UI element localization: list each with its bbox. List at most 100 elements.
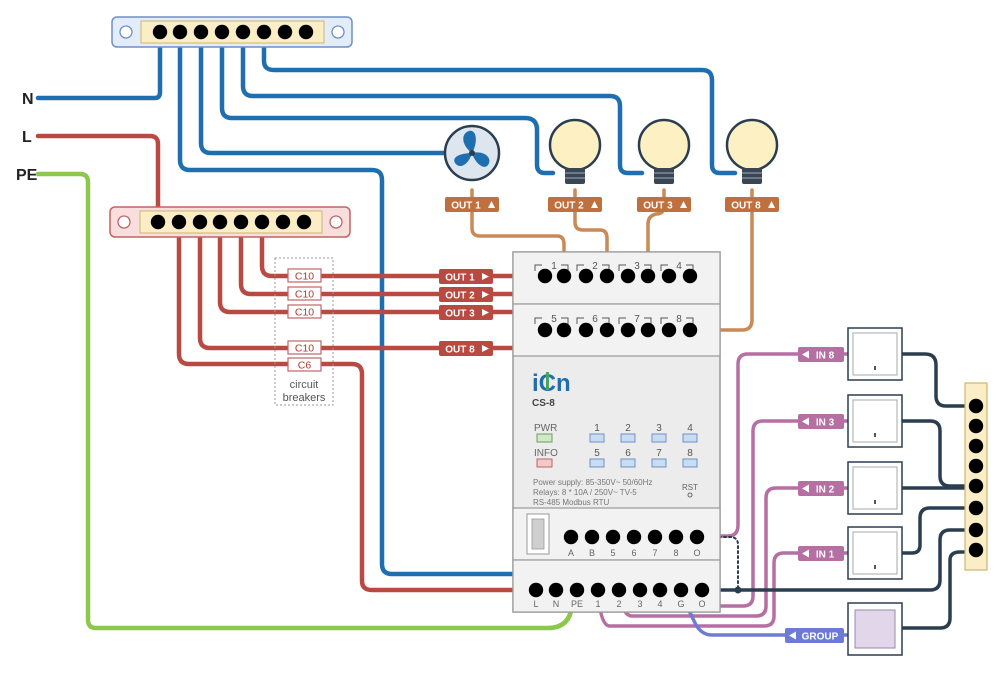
svg-text:OUT 1: OUT 1	[451, 201, 481, 212]
switch1-common-wire	[900, 506, 977, 555]
junction-dot	[734, 586, 742, 594]
in8-wire	[688, 352, 850, 538]
neutral-to-lamp1-wire	[219, 29, 556, 176]
out2-load-wire	[573, 188, 609, 278]
svg-text:GROUP: GROUP	[802, 632, 839, 643]
group-wire	[678, 590, 850, 637]
out1-load-wire	[470, 188, 566, 278]
neutral-mains-wire	[35, 29, 163, 101]
neutral-terminal-bar	[111, 16, 353, 48]
out8-load-wire	[688, 188, 754, 332]
bottom-terminal-row	[528, 582, 710, 598]
svg-text:5: 5	[594, 448, 600, 459]
svg-text:N: N	[553, 599, 560, 609]
info-led	[536, 458, 553, 468]
info-label: INFO	[534, 448, 558, 459]
group-switch-common-wire	[900, 550, 977, 630]
svg-text:3: 3	[637, 599, 642, 609]
breaker-2: C10	[287, 286, 322, 301]
svg-text:B: B	[589, 548, 595, 558]
neutral-to-lamp2-wire	[240, 29, 645, 176]
svg-text:IN 8: IN 8	[816, 351, 835, 362]
svg-text:L: L	[533, 599, 538, 609]
rst-button[interactable]	[687, 492, 693, 498]
svg-text:2: 2	[616, 599, 621, 609]
svg-text:IN 2: IN 2	[816, 485, 835, 496]
spec-line-3: RS-485 Modbus RTU	[533, 498, 610, 507]
tag-out1-top: OUT 1	[445, 197, 499, 212]
circuit-breakers: C10 C10 C10 C10 C6 circuit breakers	[274, 257, 334, 406]
svg-text:3: 3	[634, 261, 640, 272]
svg-text:IN 3: IN 3	[816, 418, 835, 429]
tag-out8-top: OUT 8	[725, 197, 779, 212]
svg-text:OUT 8: OUT 8	[731, 201, 761, 212]
svg-text:5: 5	[610, 548, 615, 558]
svg-text:O: O	[693, 548, 700, 558]
breaker-3: C10	[287, 304, 322, 319]
tag-in8: IN 8	[798, 347, 844, 362]
svg-text:2: 2	[592, 261, 598, 272]
device-model: CS-8	[532, 398, 555, 409]
svg-text:OUT 1: OUT 1	[445, 273, 475, 284]
common-bus-wire	[702, 528, 977, 592]
svg-text:8: 8	[673, 548, 678, 558]
neutral-to-fan-wire	[198, 29, 451, 156]
pe-label: PE	[16, 167, 38, 184]
spec-line-2: Relays: 8 * 10A / 250V~ TV-5	[533, 488, 637, 497]
breakers-caption-line1: circuit	[290, 379, 319, 391]
breakers-caption-line2: breakers	[283, 392, 326, 404]
svg-text:PE: PE	[571, 599, 583, 609]
switch-in1[interactable]	[847, 526, 903, 580]
neutral-to-lamp8-wire	[261, 29, 738, 176]
svg-text:1: 1	[551, 261, 557, 272]
dip-switch[interactable]	[531, 518, 545, 550]
input-row-labels: A B 5 6 7 8 O	[568, 548, 701, 558]
svg-text:O: O	[698, 599, 705, 609]
lamp-1-icon	[548, 118, 602, 184]
switch-in3[interactable]	[847, 394, 903, 448]
svg-text:OUT 2: OUT 2	[445, 291, 475, 302]
svg-text:6: 6	[631, 548, 636, 558]
svg-text:5: 5	[551, 314, 557, 325]
tag-out1-line: OUT 1	[439, 269, 493, 284]
tag-group: GROUP	[785, 628, 844, 643]
svg-text:G: G	[677, 599, 684, 609]
logo-accent	[546, 372, 549, 390]
breaker-8: C10	[287, 340, 322, 355]
lamp-2-icon	[637, 118, 691, 184]
lamp-8-icon	[725, 118, 779, 184]
svg-text:2: 2	[625, 423, 631, 434]
svg-text:8: 8	[676, 314, 682, 325]
svg-text:7: 7	[656, 448, 662, 459]
breaker-device: C6	[287, 357, 322, 372]
tag-in2: IN 2	[798, 481, 844, 496]
switch3-common-wire	[900, 419, 977, 488]
tag-out2-line: OUT 2	[439, 287, 493, 302]
svg-text:4: 4	[676, 261, 682, 272]
svg-text:1: 1	[594, 423, 600, 434]
svg-text:A: A	[568, 548, 574, 558]
wires	[35, 29, 977, 637]
tag-in1: IN 1	[798, 546, 844, 561]
line-to-out1-wire	[259, 219, 548, 279]
svg-text:3: 3	[656, 423, 662, 434]
earth-wire	[35, 171, 575, 631]
common-terminal-strip	[964, 382, 988, 571]
bottom-row-labels: L N PE 1 2 3 4 G O	[533, 599, 705, 609]
switch8-common-wire	[900, 352, 977, 408]
svg-text:OUT 3: OUT 3	[445, 309, 475, 320]
device-logo: iCn	[532, 370, 571, 397]
top-group-labels: 1 2 3 4	[534, 261, 694, 272]
tag-out3-top: OUT 3	[637, 197, 691, 212]
svg-text:6: 6	[592, 314, 598, 325]
svg-text:C10: C10	[295, 289, 314, 301]
switch-group[interactable]	[847, 602, 903, 656]
l-label: L	[22, 129, 32, 146]
channel-leds: 1 2 3 4 5 6 7 8	[589, 423, 698, 468]
svg-text:C10: C10	[295, 271, 314, 283]
pwr-label: PWR	[534, 423, 557, 434]
switch-in2[interactable]	[847, 461, 903, 515]
switch-in8[interactable]	[847, 327, 903, 381]
svg-text:4: 4	[657, 599, 662, 609]
